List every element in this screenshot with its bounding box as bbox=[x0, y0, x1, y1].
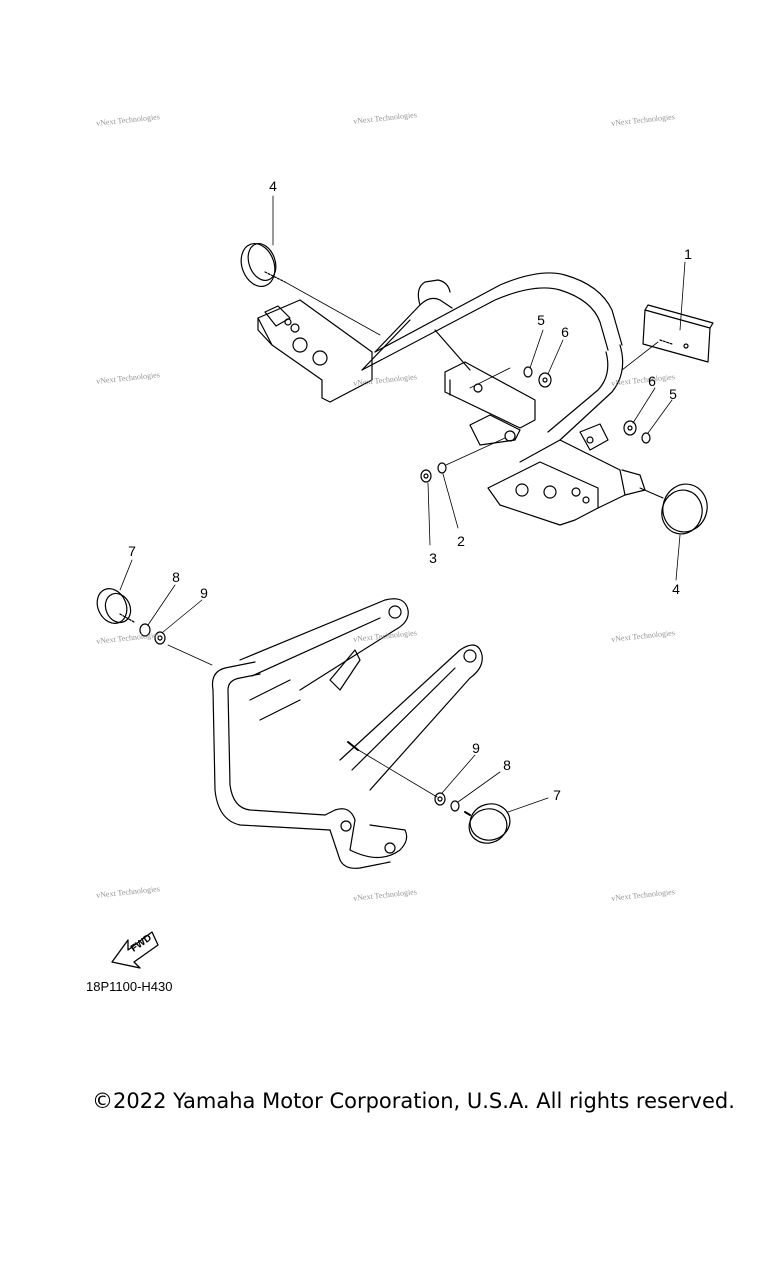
callout-2: 2 bbox=[457, 533, 465, 549]
center-bracket bbox=[444, 361, 536, 429]
right-mount-plate bbox=[487, 461, 599, 526]
leader-lines bbox=[119, 195, 686, 813]
nuts-washers-upper bbox=[420, 366, 651, 483]
left-mount-plate bbox=[257, 299, 373, 403]
callout-5-right: 5 bbox=[669, 386, 677, 402]
lower-guard-frame bbox=[167, 598, 483, 869]
nut-washer-right bbox=[434, 792, 460, 812]
bumper-cap-part-4-left bbox=[240, 243, 381, 336]
part-code: 18P1100-H430 bbox=[86, 979, 173, 994]
callout-4-upper: 4 bbox=[269, 178, 277, 194]
bumper-cap-part-7-right bbox=[464, 803, 511, 844]
callout-8-left: 8 bbox=[172, 569, 180, 585]
fwd-arrow-icon bbox=[111, 931, 159, 969]
callout-5-center: 5 bbox=[537, 312, 545, 328]
callout-6-right: 6 bbox=[648, 373, 656, 389]
bumper-cap-part-4-right bbox=[639, 483, 708, 535]
upper-guard-frame bbox=[257, 272, 646, 526]
nut-washer-left bbox=[139, 623, 166, 645]
callout-8-right: 8 bbox=[503, 757, 511, 773]
callout-4-lower: 4 bbox=[672, 581, 680, 597]
callout-7-right: 7 bbox=[553, 787, 561, 803]
callout-7-left: 7 bbox=[128, 543, 136, 559]
callout-1: 1 bbox=[684, 246, 692, 262]
callout-3: 3 bbox=[429, 550, 437, 566]
callout-9-left: 9 bbox=[200, 585, 208, 601]
callout-9-right: 9 bbox=[472, 740, 480, 756]
bumper-cap-part-7-left bbox=[96, 588, 135, 624]
reflector-part-1 bbox=[621, 304, 714, 371]
copyright-notice: ©2022 Yamaha Motor Corporation, U.S.A. A… bbox=[92, 1089, 735, 1113]
callout-6-center: 6 bbox=[561, 324, 569, 340]
